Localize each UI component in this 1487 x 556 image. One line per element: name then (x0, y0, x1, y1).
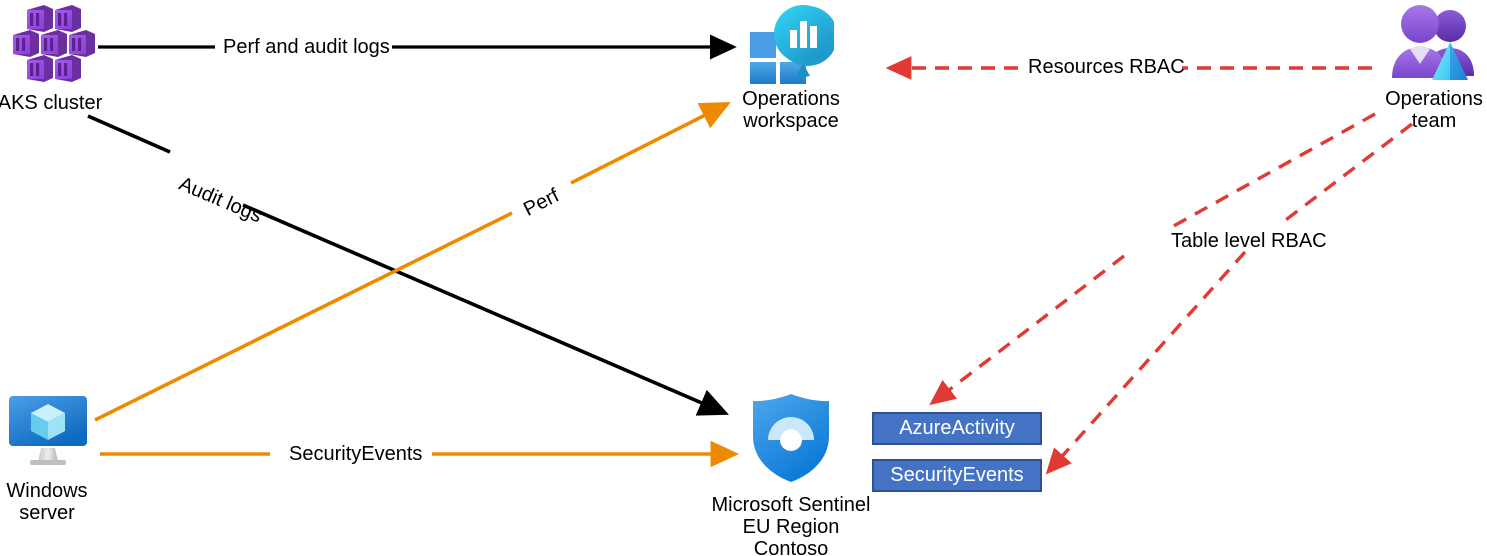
edge-label-resources-rbac: Resources RBAC (1028, 56, 1185, 78)
log-analytics-workspace-icon (748, 4, 838, 86)
windows-server-icon (8, 394, 88, 474)
edge-label-table-level-rbac: Table level RBAC (1171, 230, 1327, 252)
table-badge-securityevents[interactable]: SecurityEvents (872, 459, 1042, 492)
aks-cluster-icon (8, 4, 96, 86)
edge-table-level-rbac-azureactivity (929, 112, 1376, 406)
edge-label-perf-and-audit-logs: Perf and audit logs (223, 36, 390, 58)
operations-team-icon (1388, 2, 1480, 86)
table-badge-azureactivity[interactable]: AzureActivity (872, 412, 1042, 445)
edge-perf (94, 102, 731, 422)
microsoft-sentinel-icon (748, 392, 834, 484)
edge-table-level-rbac-securityevents (1045, 122, 1414, 475)
table-badge-securityevents-label: SecurityEvents (890, 464, 1024, 486)
edge-audit-logs (87, 114, 729, 416)
edge-label-security-events: SecurityEvents (289, 443, 423, 465)
table-badge-azureactivity-label: AzureActivity (899, 417, 1015, 439)
